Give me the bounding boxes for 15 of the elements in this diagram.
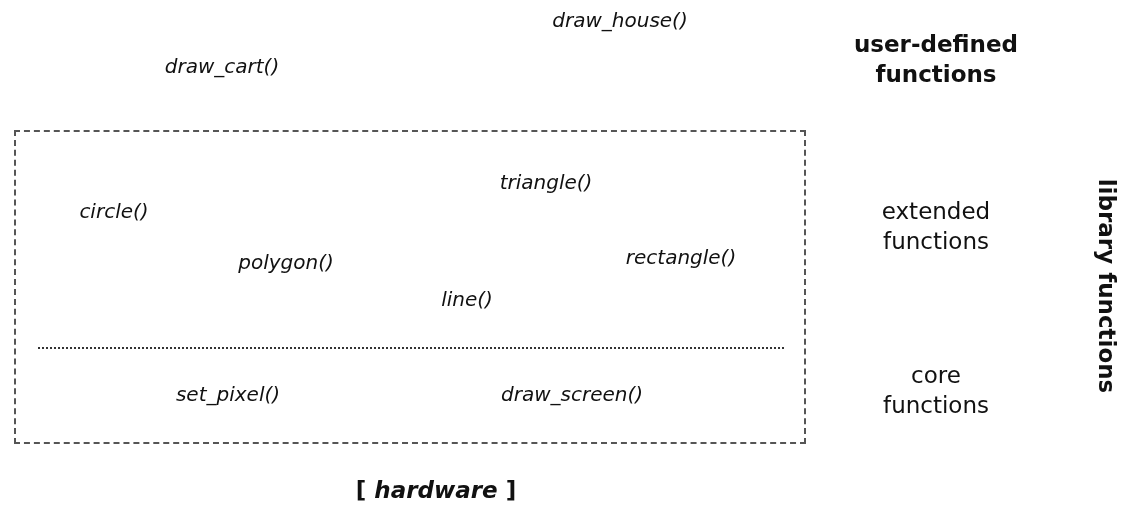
layer-title: user-defined functions [852,30,1020,89]
function-name: polygon() [238,249,334,275]
layer-label: core functions [882,361,990,420]
function-name: rectangle() [625,244,737,270]
function-name: set_pixel() [175,381,281,407]
function-name: triangle() [499,169,593,195]
function-name: draw_screen() [500,381,644,407]
dashed-frame [14,130,806,444]
function-name: line() [441,286,493,312]
hardware-label: [ hardware ] [355,476,517,506]
function-name: draw_cart() [164,53,280,79]
function-name: draw_house() [552,7,688,33]
function-name: circle() [79,198,149,224]
vertical-title: library functions [1092,178,1121,394]
layer-label: extended functions [880,197,992,256]
